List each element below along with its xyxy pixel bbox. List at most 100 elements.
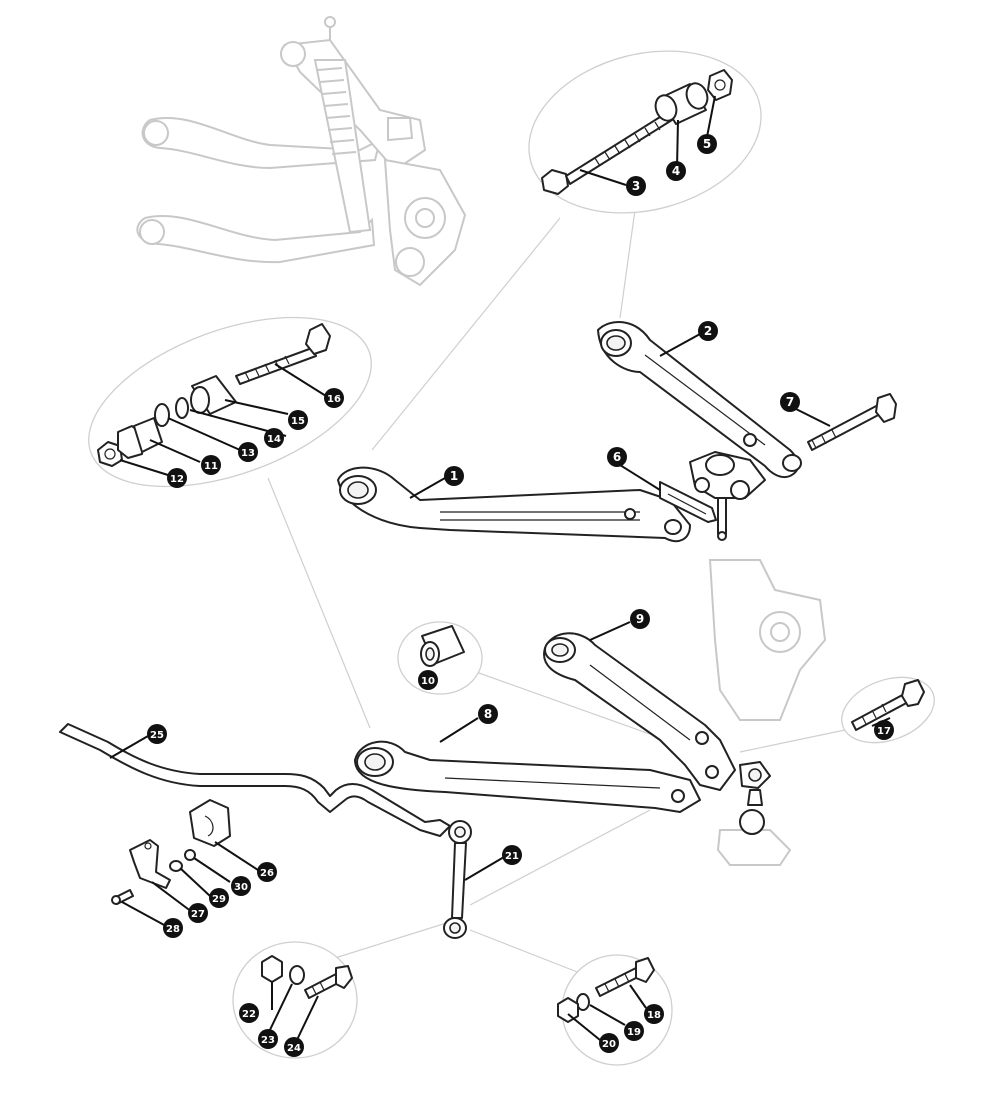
callout-marker bbox=[231, 876, 251, 896]
callout-marker bbox=[626, 176, 646, 196]
callout-marker bbox=[239, 1003, 259, 1023]
callout-number: 9 bbox=[636, 612, 644, 626]
callout-3: 3 bbox=[626, 176, 646, 196]
callout-number: 23 bbox=[261, 1035, 275, 1046]
callout-number: 13 bbox=[241, 448, 255, 459]
callout-number: 17 bbox=[877, 726, 891, 737]
callout-16: 16 bbox=[324, 388, 344, 408]
callout-marker bbox=[666, 161, 686, 181]
callout-marker bbox=[188, 903, 208, 923]
callout-5: 5 bbox=[697, 134, 717, 154]
callout-number: 24 bbox=[287, 1043, 301, 1054]
callout-number: 5 bbox=[703, 137, 711, 151]
callout-14: 14 bbox=[264, 428, 284, 448]
callout-28: 28 bbox=[163, 918, 183, 938]
bar-bushing-26 bbox=[189, 799, 231, 847]
callout-number: 25 bbox=[150, 730, 164, 741]
bolt-bushing-group-3-4-5 bbox=[528, 50, 762, 214]
callout-17: 17 bbox=[874, 720, 894, 740]
callout-marker bbox=[698, 321, 718, 341]
callout-20: 20 bbox=[599, 1033, 619, 1053]
callout-marker bbox=[257, 862, 277, 882]
callout-number: 12 bbox=[170, 474, 184, 485]
clamp-27 bbox=[129, 839, 171, 889]
callout-12: 12 bbox=[167, 468, 187, 488]
callout-25: 25 bbox=[147, 724, 167, 744]
callout-marker bbox=[874, 720, 894, 740]
fastener-group-18-20 bbox=[557, 954, 673, 1066]
callout-layer: 1234567891011121314151617181920212223242… bbox=[147, 134, 894, 1057]
callout-19: 19 bbox=[624, 1021, 644, 1041]
clip-6 bbox=[659, 481, 717, 523]
callout-27: 27 bbox=[188, 903, 208, 923]
callout-marker bbox=[780, 392, 800, 412]
callout-marker bbox=[163, 918, 183, 938]
callout-1: 1 bbox=[444, 466, 464, 486]
fasteners-28-29-30 bbox=[111, 849, 196, 905]
callout-marker bbox=[697, 134, 717, 154]
assembled-suspension-ghost bbox=[136, 16, 467, 287]
callout-number: 19 bbox=[627, 1027, 641, 1038]
callout-24: 24 bbox=[284, 1037, 304, 1057]
callout-13: 13 bbox=[238, 442, 258, 462]
callout-number: 10 bbox=[421, 676, 435, 687]
callout-9: 9 bbox=[630, 609, 650, 629]
callout-number: 1 bbox=[450, 469, 458, 483]
callout-number: 6 bbox=[613, 450, 621, 464]
callout-8: 8 bbox=[478, 704, 498, 724]
callout-marker bbox=[478, 704, 498, 724]
callout-number: 14 bbox=[267, 434, 281, 445]
callout-23: 23 bbox=[258, 1029, 278, 1049]
callout-number: 30 bbox=[234, 882, 248, 893]
drop-link-21 bbox=[443, 820, 472, 939]
callout-marker bbox=[644, 1004, 664, 1024]
ball-joint-upper bbox=[689, 451, 766, 541]
bolt-17 bbox=[841, 676, 935, 744]
callout-2: 2 bbox=[698, 321, 718, 341]
callout-15: 15 bbox=[288, 410, 308, 430]
front-arm-9 bbox=[543, 632, 736, 791]
callout-number: 11 bbox=[204, 461, 218, 472]
callout-marker bbox=[418, 670, 438, 690]
callout-marker bbox=[264, 428, 284, 448]
callout-marker bbox=[444, 466, 464, 486]
callout-number: 8 bbox=[484, 707, 492, 721]
callout-marker bbox=[288, 410, 308, 430]
ball-joint-lower bbox=[739, 761, 771, 835]
callout-marker bbox=[607, 447, 627, 467]
bushing-10 bbox=[397, 621, 483, 695]
callout-marker bbox=[258, 1029, 278, 1049]
fastener-group-22-24 bbox=[232, 941, 358, 1059]
lower-arm-1 bbox=[337, 466, 691, 543]
callout-number: 22 bbox=[242, 1009, 256, 1020]
callout-marker bbox=[630, 609, 650, 629]
callout-7: 7 bbox=[780, 392, 800, 412]
callout-number: 29 bbox=[212, 894, 226, 905]
callout-11: 11 bbox=[201, 455, 221, 475]
callout-marker bbox=[284, 1037, 304, 1057]
callout-marker bbox=[147, 724, 167, 744]
callout-number: 16 bbox=[327, 394, 341, 405]
callout-marker bbox=[201, 455, 221, 475]
callout-number: 3 bbox=[632, 179, 640, 193]
upper-link-arm bbox=[597, 320, 802, 478]
callout-26: 26 bbox=[257, 862, 277, 882]
callout-22: 22 bbox=[239, 1003, 259, 1023]
callout-18: 18 bbox=[644, 1004, 664, 1024]
callout-30: 30 bbox=[231, 876, 251, 896]
callout-4: 4 bbox=[666, 161, 686, 181]
bolt-7 bbox=[807, 393, 897, 451]
callout-number: 15 bbox=[291, 416, 305, 427]
connector-lines bbox=[267, 209, 846, 976]
callout-marker bbox=[209, 888, 229, 908]
callout-21: 21 bbox=[502, 845, 522, 865]
callout-29: 29 bbox=[209, 888, 229, 908]
callout-number: 18 bbox=[647, 1010, 661, 1021]
callout-number: 20 bbox=[602, 1039, 616, 1050]
callout-marker bbox=[167, 468, 187, 488]
callout-number: 28 bbox=[166, 924, 180, 935]
callout-number: 4 bbox=[672, 164, 680, 178]
callout-number: 26 bbox=[260, 868, 274, 879]
callout-marker bbox=[502, 845, 522, 865]
